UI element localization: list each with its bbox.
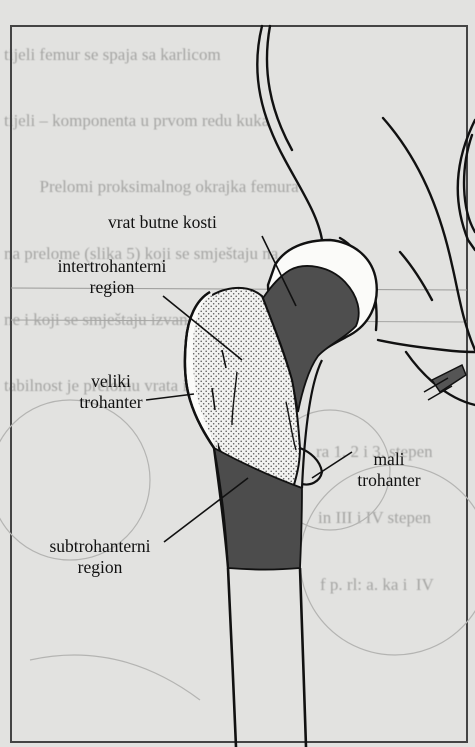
label-line: intertrohanterni [42, 256, 182, 277]
label-line: trohanter [340, 470, 438, 491]
label-line: region [30, 557, 170, 578]
leader-veliki [146, 394, 194, 400]
label-vrat-butne-kosti: vrat butne kosti [108, 212, 217, 233]
label-mali-trohanter: mali trohanter [340, 449, 438, 491]
shaft-right-edge [300, 568, 306, 747]
label-line: vrat butne kosti [108, 212, 217, 233]
label-subtrohanterni-region: subtrohanterni region [30, 536, 170, 578]
label-line: subtrohanterni [30, 536, 170, 557]
label-line: region [42, 277, 182, 298]
label-line: trohanter [72, 392, 150, 413]
label-intertrohanterni-region: intertrohanterni region [42, 256, 182, 298]
label-line: veliki [72, 371, 150, 392]
label-veliki-trohanter: veliki trohanter [72, 371, 150, 413]
label-line: mali [340, 449, 438, 470]
shaft-left-edge [228, 568, 236, 747]
obturator-detail [424, 365, 466, 400]
